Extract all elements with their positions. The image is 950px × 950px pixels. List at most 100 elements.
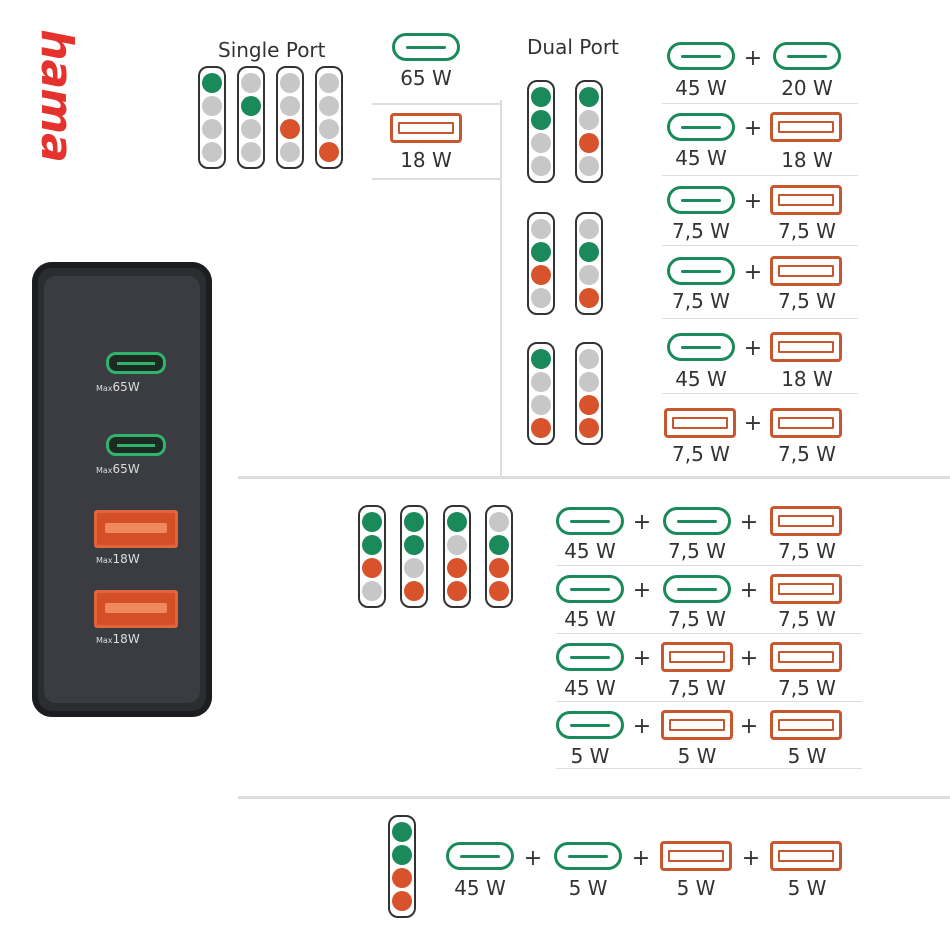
single-port-title: Single Port <box>218 38 326 62</box>
dual-label-b: 18 W <box>781 148 833 172</box>
quad-label-2: 5 W <box>568 876 608 900</box>
triple-label-b: 7,5 W <box>668 539 726 563</box>
divider-section-2 <box>238 796 950 799</box>
usb-c-icon <box>446 842 514 870</box>
row-divider <box>556 633 862 634</box>
usb-c-icon <box>663 507 731 535</box>
usb-a-icon <box>770 506 842 536</box>
usb-a-icon <box>770 256 842 286</box>
usb-c-icon <box>667 113 735 141</box>
dual-port-title: Dual Port <box>527 35 619 59</box>
indicator-dot <box>241 118 261 139</box>
usb-a-icon <box>770 710 842 740</box>
usb-a-port-1 <box>94 510 178 548</box>
indicator-dot <box>447 512 467 533</box>
row-divider <box>662 175 858 176</box>
indicator-dot <box>202 73 222 94</box>
usb-a-icon <box>770 574 842 604</box>
indicator-dot <box>531 110 551 131</box>
indicator-column <box>485 505 513 608</box>
usb-a-icon <box>770 112 842 142</box>
indicator-dot <box>579 219 599 240</box>
port-3-label: Max18W <box>96 552 166 566</box>
usb-c-icon <box>667 333 735 361</box>
usb-c-icon <box>663 575 731 603</box>
indicator-dot <box>202 141 222 162</box>
dual-label-a: 45 W <box>675 76 727 100</box>
quad-label-1: 45 W <box>454 876 506 900</box>
indicator-dot <box>531 394 551 415</box>
port-3-prefix: Max <box>96 556 113 565</box>
indicator-dot <box>319 118 339 139</box>
indicator-dot <box>579 87 599 108</box>
indicator-dot <box>280 141 300 162</box>
indicator-dot <box>531 219 551 240</box>
indicator-column <box>527 80 555 183</box>
indicator-dot <box>404 512 424 533</box>
quad-label-4: 5 W <box>787 876 827 900</box>
indicator-dot <box>202 118 222 139</box>
indicator-dot <box>362 580 382 601</box>
dual-label-b: 7,5 W <box>778 289 836 313</box>
usb-c-icon <box>667 186 735 214</box>
divider-single <box>372 103 500 105</box>
indicator-dot <box>392 867 412 888</box>
plus-sign: + <box>632 714 652 739</box>
plus-sign: + <box>739 578 759 603</box>
indicator-dot <box>319 96 339 117</box>
indicator-dot <box>447 557 467 578</box>
row-divider <box>662 245 858 246</box>
usb-a-icon <box>770 408 842 438</box>
plus-sign: + <box>632 578 652 603</box>
indicator-dot <box>319 141 339 162</box>
dual-label-b: 20 W <box>781 76 833 100</box>
port-1-label: Max65W <box>96 380 166 394</box>
port-2-prefix: Max <box>96 466 113 475</box>
indicator-column <box>575 342 603 445</box>
indicator-dot <box>447 535 467 556</box>
indicator-dot <box>531 132 551 153</box>
indicator-dot <box>404 557 424 578</box>
indicator-dot <box>531 264 551 285</box>
triple-label-c: 7,5 W <box>778 539 836 563</box>
port-2-value: 65W <box>112 462 140 476</box>
row-divider <box>662 318 858 319</box>
dual-label-b: 7,5 W <box>778 442 836 466</box>
indicator-dot <box>489 580 509 601</box>
plus-sign: + <box>741 846 761 871</box>
indicator-column <box>388 815 416 918</box>
port-1-prefix: Max <box>96 384 113 393</box>
row-divider <box>556 768 862 769</box>
indicator-dot <box>531 287 551 308</box>
dual-label-b: 7,5 W <box>778 219 836 243</box>
usb-a-icon <box>661 710 733 740</box>
port-3-value: 18W <box>112 552 140 566</box>
usb-a-icon <box>664 408 736 438</box>
plus-sign: + <box>743 336 763 361</box>
usb-a-icon <box>390 113 462 143</box>
port-1-value: 65W <box>112 380 140 394</box>
plus-sign: + <box>743 260 763 285</box>
divider-vertical <box>500 100 502 477</box>
plus-sign: + <box>743 189 763 214</box>
plus-sign: + <box>743 411 763 436</box>
indicator-column <box>400 505 428 608</box>
divider-section-1 <box>238 476 950 479</box>
indicator-dot <box>241 96 261 117</box>
triple-label-b: 7,5 W <box>668 607 726 631</box>
indicator-dot <box>404 580 424 601</box>
indicator-dot <box>489 512 509 533</box>
port-4-label: Max18W <box>96 632 166 646</box>
indicator-dot <box>531 242 551 263</box>
indicator-dot <box>280 118 300 139</box>
dual-label-b: 18 W <box>781 367 833 391</box>
indicator-dot <box>241 73 261 94</box>
indicator-dot <box>362 557 382 578</box>
usb-a-port-2 <box>94 590 178 628</box>
indicator-column <box>315 66 343 169</box>
indicator-dot <box>579 110 599 131</box>
dual-label-a: 45 W <box>675 367 727 391</box>
indicator-column <box>276 66 304 169</box>
indicator-dot <box>579 394 599 415</box>
row-divider <box>662 103 858 104</box>
